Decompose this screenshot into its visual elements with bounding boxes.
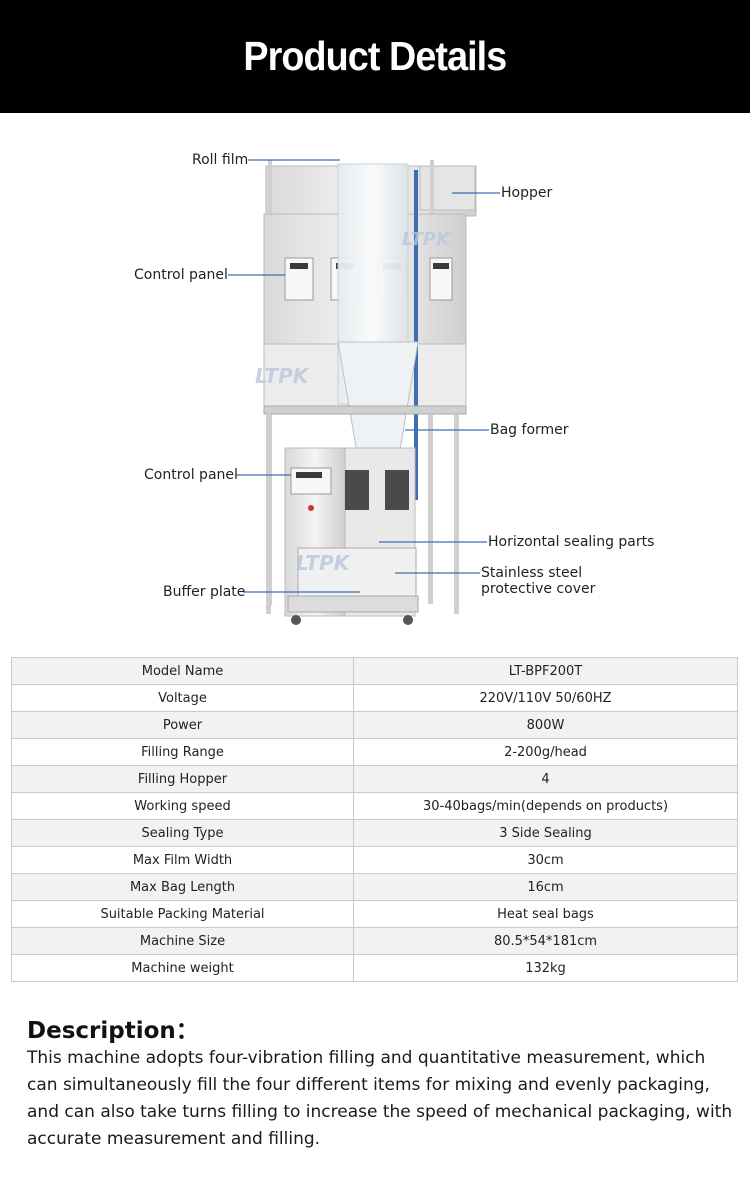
spec-name: Max Film Width [11, 846, 354, 874]
spec-name: Machine Size [11, 927, 354, 955]
label-horizontal-sealing: Horizontal sealing parts [488, 534, 655, 550]
spec-name: Max Bag Length [11, 873, 354, 901]
spec-name: Suitable Packing Material [11, 900, 354, 928]
label-hopper: Hopper [501, 185, 553, 201]
watermark-text: LTPK [402, 229, 452, 250]
buffer-plate [287, 595, 419, 613]
leader-lines [228, 159, 500, 593]
spec-name: Sealing Type [11, 819, 354, 847]
description-body: This machine adopts four-vibration filli… [27, 1048, 733, 1149]
spec-name: Voltage [11, 684, 354, 712]
spec-value: 800W [353, 711, 738, 739]
machine-illustration: LTPK LTPK LTPK [228, 159, 500, 625]
machine-diagram: LTPK LTPK LTPK Roll film Hopper Control … [0, 130, 750, 640]
spec-value: 30cm [353, 846, 738, 874]
spec-name: Machine weight [11, 954, 354, 982]
label-buffer-plate: Buffer plate [163, 584, 246, 600]
spec-value: 132kg [353, 954, 738, 982]
spec-value: 80.5*54*181cm [353, 927, 738, 955]
watermark-text: LTPK [255, 364, 310, 388]
spec-value: Heat seal bags [353, 900, 738, 928]
spec-value: 3 Side Sealing [353, 819, 738, 847]
label-control-panel-top: Control panel [134, 267, 228, 283]
spec-value: LT-BPF200T [353, 657, 738, 685]
spec-value: 16cm [353, 873, 738, 901]
header-banner: Product Details [0, 0, 750, 113]
spec-name: Filling Range [11, 738, 354, 766]
spec-value: 220V/110V 50/60HZ [353, 684, 738, 712]
spec-value: 30-40bags/min(depends on products) [353, 792, 738, 820]
page-title: Product Details [243, 33, 508, 79]
description-title: Description： [27, 1018, 199, 1044]
label-roll-film: Roll film [192, 152, 249, 168]
label-bag-former: Bag former [490, 422, 569, 438]
spec-name: Power [11, 711, 354, 739]
label-stainless-cover: Stainless steel protective cover [481, 565, 596, 597]
spec-name: Filling Hopper [11, 765, 354, 793]
watermark-text: LTPK [296, 551, 351, 575]
spec-value: 4 [353, 765, 738, 793]
spec-name: Working speed [11, 792, 354, 820]
label-control-panel-bottom: Control panel [144, 467, 238, 483]
spec-name: Model Name [11, 657, 354, 685]
spec-value: 2-200g/head [353, 738, 738, 766]
